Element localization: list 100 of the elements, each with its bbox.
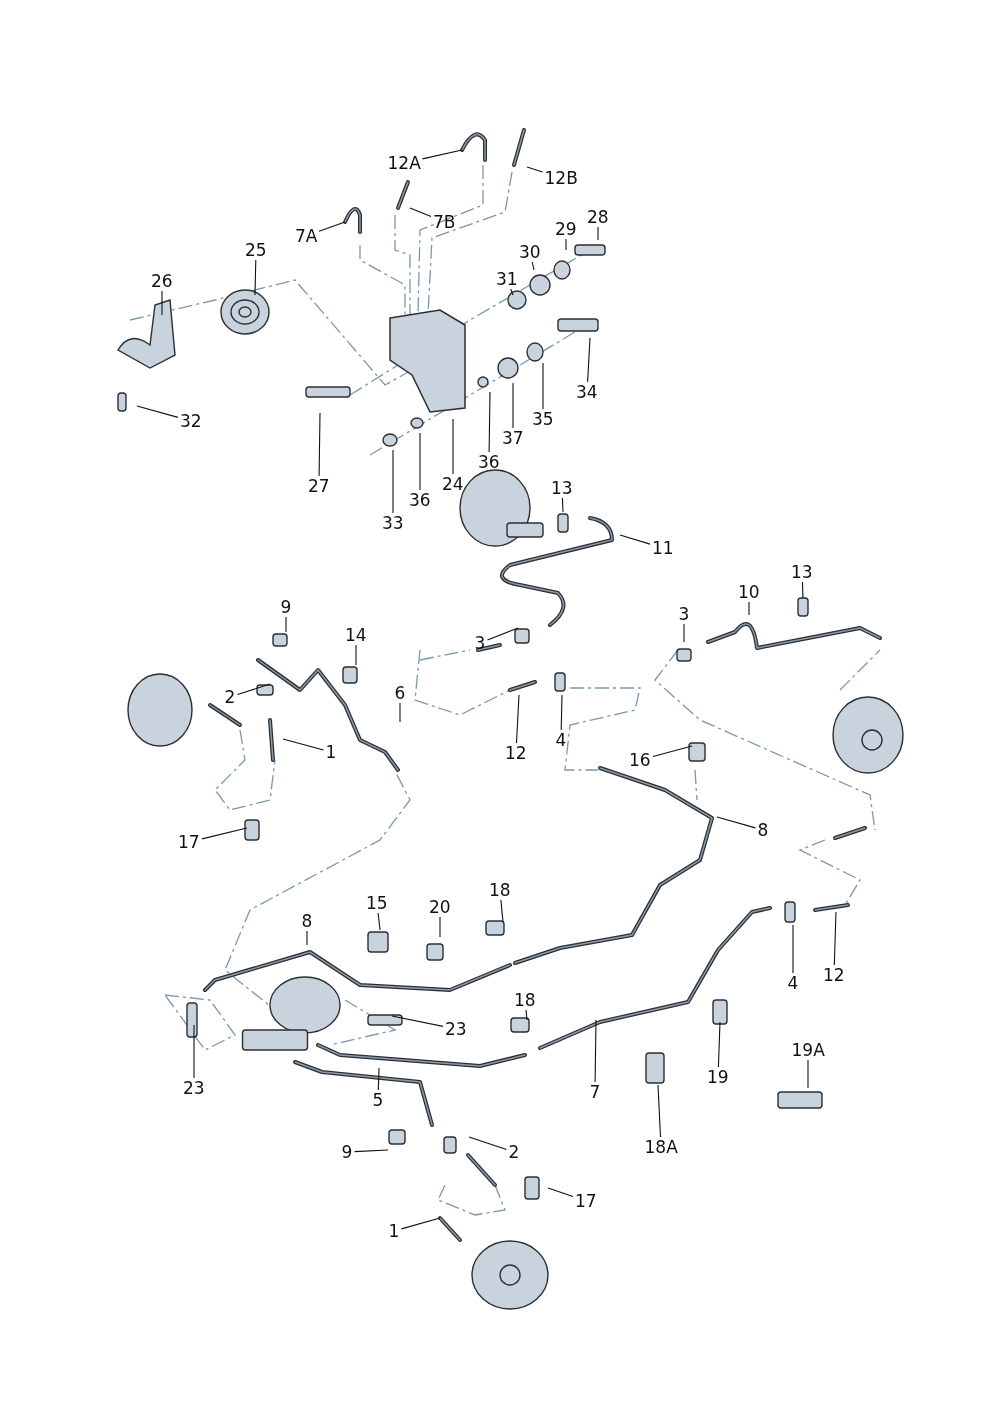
callout-number: 2 (508, 1142, 520, 1162)
callout-number: 8 (301, 911, 313, 931)
callout-number: 12B (544, 168, 578, 188)
leader-line (306, 930, 308, 946)
leader-line (254, 259, 257, 296)
leader-line (717, 1021, 721, 1068)
callout-number: 12 (823, 965, 845, 985)
callout-number: 12 (505, 743, 527, 763)
leader-line (486, 627, 519, 641)
callout-number: 8 (757, 820, 769, 840)
leader-line (597, 226, 599, 241)
leader-line (353, 1149, 389, 1153)
callout-number: 4 (787, 973, 799, 993)
leader-line (683, 623, 685, 643)
leader-line (500, 899, 504, 923)
callout-number: 15 (366, 893, 388, 913)
callout-number: 28 (587, 207, 609, 227)
callout-number: 33 (382, 513, 404, 533)
leader-line (468, 1136, 508, 1151)
leader-line (652, 745, 693, 758)
callout-number: 23 (183, 1078, 205, 1098)
leader-line (421, 149, 463, 160)
callout-number: 29 (555, 219, 577, 239)
callout-number: 3 (678, 604, 690, 624)
callout-number: 31 (496, 269, 518, 289)
leader-line (355, 644, 357, 666)
callout-number: 13 (791, 562, 813, 582)
leader-line (565, 238, 567, 251)
leader-line (136, 405, 179, 418)
leader-line (594, 1019, 597, 1083)
leader-line (391, 1015, 444, 1027)
leader-line (547, 1187, 574, 1198)
callout-number: 7B (433, 212, 456, 232)
callout-number: 24 (442, 474, 464, 494)
callout-number: 27 (308, 476, 330, 496)
callout-number: 1 (388, 1221, 400, 1241)
leader-line (409, 207, 432, 218)
callout-number: 20 (429, 897, 451, 917)
callout-number: 7A (295, 226, 318, 246)
callout-number: 35 (532, 409, 554, 429)
callout-number: 37 (502, 428, 524, 448)
leader-line (399, 702, 401, 723)
leader-line (792, 924, 794, 974)
callout-number: 30 (519, 242, 541, 262)
leader-line (833, 911, 837, 966)
leader-line (452, 418, 454, 475)
leader-line (515, 694, 520, 744)
callout-number: 32 (180, 411, 202, 431)
leader-line (801, 581, 804, 599)
callout-number: 25 (245, 240, 267, 260)
leader-line (748, 601, 750, 616)
callout-number: 14 (345, 625, 367, 645)
leader-line (512, 382, 514, 429)
leader-line (561, 497, 564, 513)
leader-line (282, 738, 325, 751)
leader-line (525, 1009, 528, 1021)
callout-number: 9 (280, 597, 292, 617)
leader-line (377, 912, 381, 931)
callout-number: 4 (555, 730, 567, 750)
callout-number: 26 (151, 271, 173, 291)
callout-number: 23 (445, 1019, 467, 1039)
callout-number: 17 (575, 1191, 597, 1211)
callout-number: 18 (514, 990, 536, 1010)
leader-line (807, 1059, 809, 1089)
callout-number: 10 (738, 582, 760, 602)
leader-line (400, 1217, 441, 1230)
leader-line (193, 1024, 195, 1079)
callout-number: 6 (394, 683, 406, 703)
leader-line (716, 816, 757, 829)
leader-line (619, 534, 651, 545)
callout-number: 16 (629, 750, 651, 770)
leader-line (526, 166, 544, 173)
callout-number: 36 (478, 452, 500, 472)
leader-line (318, 221, 346, 232)
callout-number: 7 (589, 1082, 601, 1102)
leader-line (657, 1084, 662, 1138)
leader-line (419, 432, 421, 491)
callout-number: 34 (576, 382, 598, 402)
leader-line (161, 290, 163, 316)
callout-number: 18 (489, 880, 511, 900)
leader-line (377, 1067, 380, 1091)
callout-number: 19A (791, 1040, 825, 1060)
callout-number: 36 (409, 490, 431, 510)
callout-number: 3 (474, 633, 486, 653)
callout-number: 19 (707, 1067, 729, 1087)
callout-number: 11 (652, 538, 674, 558)
callout-number: 12A (387, 153, 421, 173)
leader-line (392, 449, 394, 514)
callout-number: 18A (644, 1137, 678, 1157)
callout-number: 13 (551, 478, 573, 498)
leader-line (560, 694, 563, 731)
leader-line (318, 412, 321, 477)
leader-line (285, 616, 287, 633)
leader-line (510, 288, 514, 296)
callout-number: 2 (224, 687, 236, 707)
leader-line (488, 391, 491, 453)
leader-line (542, 362, 544, 410)
callout-number: 17 (178, 832, 200, 852)
callout-number: 5 (372, 1090, 384, 1110)
leader-line (587, 337, 591, 383)
